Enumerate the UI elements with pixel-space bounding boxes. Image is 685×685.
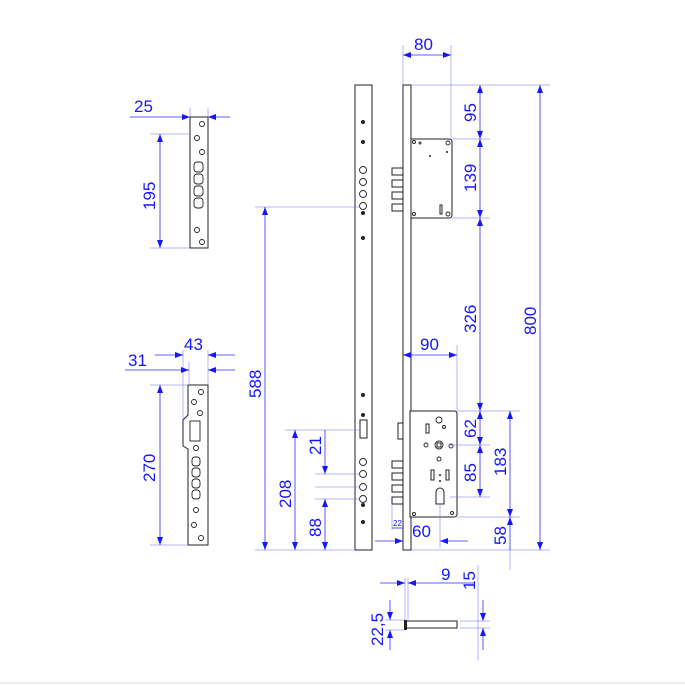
dim-backset-bottom: 90	[420, 335, 439, 354]
dim-bolt-throw: 22	[393, 519, 402, 528]
dim-bottom-offset: 58	[491, 526, 510, 545]
lower-strike-dimensions: 31 43 270	[125, 335, 235, 546]
dim-total-height: 800	[521, 307, 540, 335]
dim-faceplate-height: 22,5	[368, 613, 387, 646]
lock-faceplate	[402, 84, 412, 551]
rod-strip	[354, 84, 373, 551]
dim-to-spindle: 62	[461, 419, 480, 438]
dim-upper-strike-height: 195	[140, 182, 159, 210]
dim-upper-strike-width: 25	[134, 97, 153, 116]
dim-rod-slot: 21	[306, 436, 325, 455]
dim-rod-lower-height: 208	[276, 480, 295, 508]
dim-lower-strike-offset: 31	[128, 351, 147, 370]
dim-rod-lower-gap: 88	[306, 518, 325, 537]
dim-spindle-to-cylinder: 85	[461, 463, 480, 482]
upper-strike-plate	[189, 116, 209, 249]
dim-lower-strike-width: 43	[184, 335, 203, 354]
dim-top-offset: 95	[461, 103, 480, 122]
dim-lower-strike-height: 270	[140, 454, 159, 482]
upper-strike-dimensions: 25 195	[130, 97, 230, 249]
lower-lock-case	[391, 410, 458, 518]
dim-between-cases: 326	[461, 305, 480, 333]
dim-rod-height: 588	[246, 370, 265, 398]
dim-backset-top: 80	[414, 35, 433, 54]
dim-case-height: 183	[491, 448, 510, 476]
dim-faceplate-thickness: 9	[441, 565, 450, 584]
faceplate-section	[404, 620, 458, 630]
upper-lock-case	[391, 138, 453, 219]
dim-faceplate-depth: 15	[460, 571, 479, 590]
faceplate-dimensions: 9 15 22,5	[368, 565, 490, 660]
rod-dimensions: 588 208 21 88	[246, 206, 360, 551]
dim-cylinder-backset: 60	[412, 522, 431, 541]
lock-dimensions: 80 95 139 326 62 85 183 58 800 90	[375, 35, 550, 570]
lower-strike-plate	[182, 384, 209, 546]
dim-top-case-height: 139	[461, 164, 480, 192]
